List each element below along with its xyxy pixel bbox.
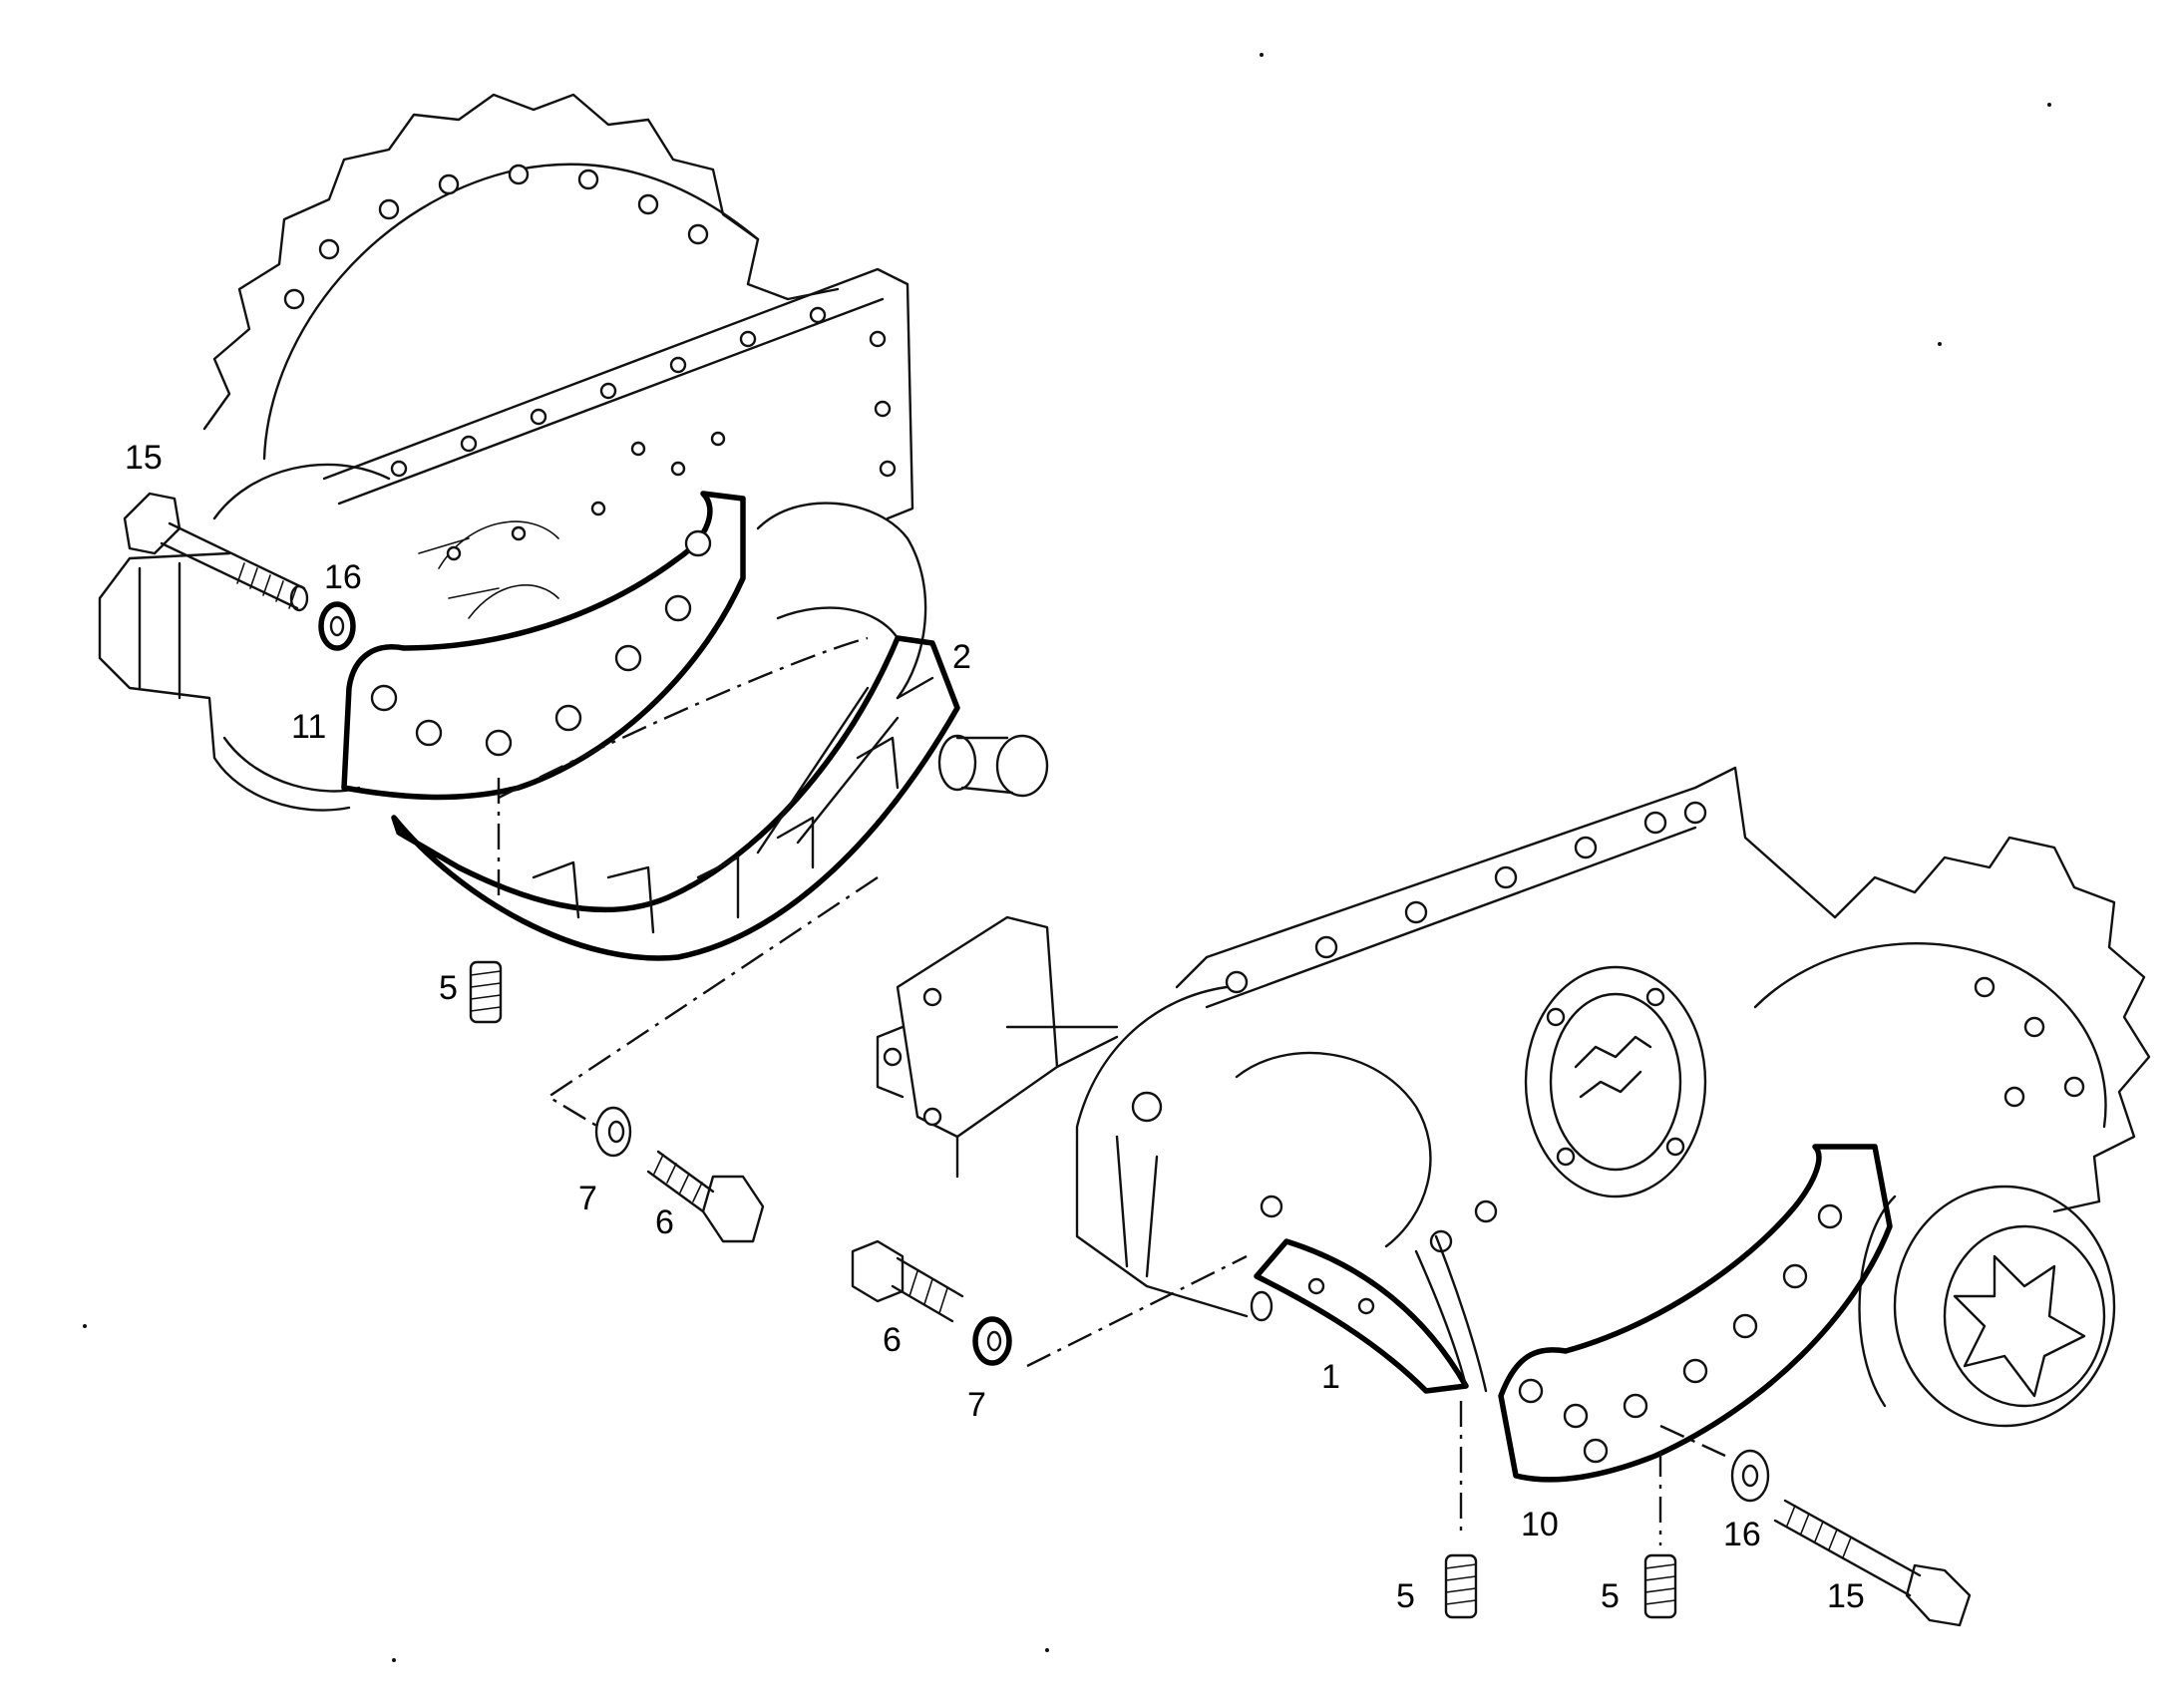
hub-drum-lower [1858,1185,2116,1428]
bracket-1 [1254,1238,1469,1394]
stud-5-lower-right [1643,1553,1677,1619]
callout-7-lower: 7 [967,1386,986,1424]
washer-16-lower [1730,1449,1770,1503]
leader-dash-upper-3 [545,876,879,1129]
stud-5-upper [469,960,503,1024]
bolt-15-upper [123,492,309,612]
callout-11: 11 [291,708,326,746]
bolt-15-lower [1773,1499,1972,1627]
track-guide-2 [391,635,960,961]
hub-housing-upper [98,551,351,812]
leader-dash-lower-4 [1659,1424,1726,1458]
case-flange-lower [1175,766,1837,1009]
leader-dash-upper-2 [498,636,869,800]
case-flange-upper [322,267,914,520]
washer-7-lower [972,1316,1012,1366]
spline-hub-lower [1524,965,1707,1198]
callout-6-upper: 6 [655,1203,674,1241]
washer-16-upper [318,601,356,651]
sprocket-inner-rim-upper [262,163,760,461]
callout-6-lower: 6 [883,1321,902,1359]
callout-15-upper: 15 [125,439,163,477]
upper-left-final-drive-assembly [98,93,1049,1243]
sprocket-outline-upper [202,93,840,431]
callout-2: 2 [952,638,971,676]
callout-5-upper: 5 [439,969,458,1007]
callout-5-lower-left: 5 [1396,1577,1415,1615]
sprocket-inner-rim-lower [1753,942,2107,1129]
callout-7-upper: 7 [578,1180,597,1217]
callout-16-lower: 16 [1723,1516,1761,1553]
callout-labels: 15 16 11 2 5 7 6 6 7 1 5 10 5 16 15 [125,439,1865,1615]
callout-5-lower-right: 5 [1601,1577,1620,1615]
leader-dash-lower-1 [1026,1254,1248,1368]
housing-lower [1075,985,1249,1318]
lower-right-final-drive-assembly [851,766,2151,1627]
washer-7-upper [594,1106,632,1158]
guard-11 [341,491,746,801]
stud-5-lower-left [1444,1553,1478,1619]
callout-15-lower: 15 [1827,1577,1865,1615]
input-flange-lower [876,915,1119,1179]
brake-drum-upper [756,502,927,700]
sprocket-outline-lower [1833,836,2151,1213]
bolt-6-upper [646,1150,765,1243]
guard-10 [1498,1144,1893,1483]
bolt-6-lower [851,1239,964,1323]
callout-16-upper: 16 [324,558,362,596]
callout-10: 10 [1521,1506,1559,1543]
callout-1: 1 [1321,1358,1340,1396]
